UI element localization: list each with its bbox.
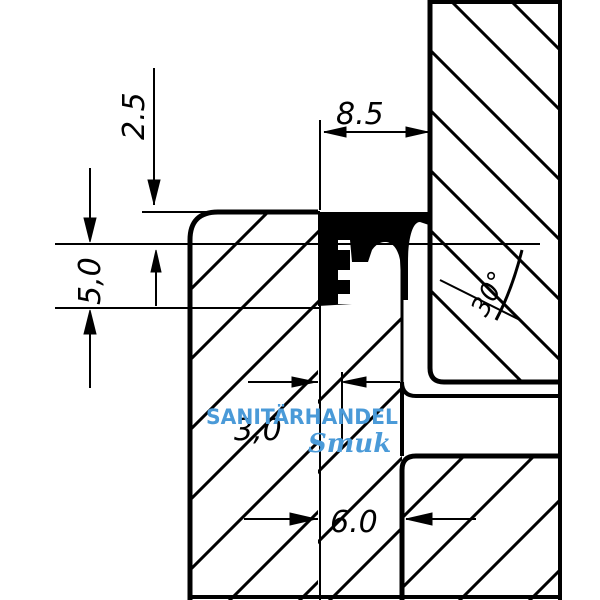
dimension-lines xyxy=(55,68,540,526)
dim-label-gap: 3,0 xyxy=(234,413,282,448)
seal-profile xyxy=(318,212,432,306)
watermark-line2: Smuk xyxy=(308,429,391,459)
outlines xyxy=(187,0,562,600)
dim-label-groove-width: 8.5 xyxy=(336,97,384,132)
dim-label-rebate-width: 6.0 xyxy=(330,505,378,540)
dim-label-groove-depth: 5,0 xyxy=(73,257,108,305)
dim-label-top-offset: 2.5 xyxy=(117,92,152,140)
hatch-door-leaf xyxy=(430,0,562,380)
watermark-line1: SANITÄRHANDEL xyxy=(206,404,398,429)
